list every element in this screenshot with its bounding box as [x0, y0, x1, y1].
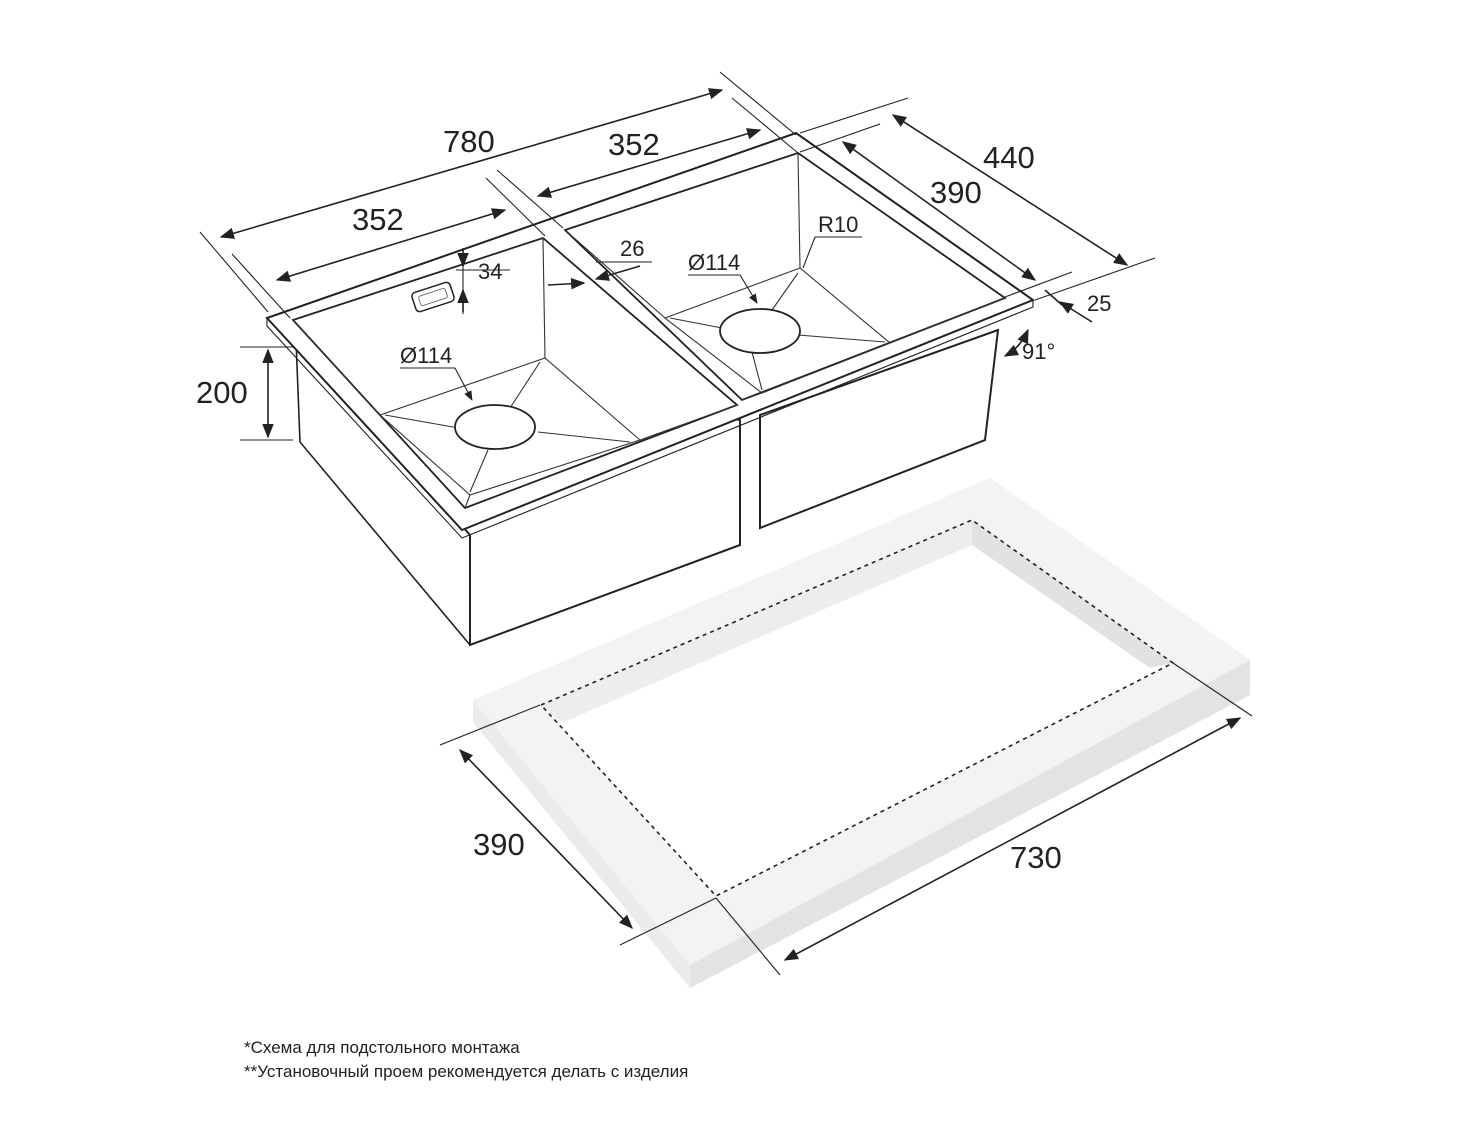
dim-bowl-right-width: 352: [608, 127, 660, 162]
dim-edge-offset: 34: [478, 259, 502, 284]
notes: *Схема для подстольного монтажа **Устано…: [244, 1036, 688, 1084]
left-drain: [454, 404, 536, 450]
cutout-inner-wall-right: [972, 520, 1173, 668]
dim-cutout-depth: 390: [473, 827, 525, 862]
dim-bowl-height: 200: [196, 375, 248, 410]
dim-drain-right: Ø114: [688, 250, 740, 275]
dimension-lines: [199, 71, 1253, 976]
cutout-hole: [541, 520, 1173, 896]
right-drain: [719, 308, 801, 354]
dim-total-depth: 440: [983, 140, 1035, 175]
dim-bowl-depth: 390: [930, 175, 982, 210]
dim-cutout-length: 730: [1010, 840, 1062, 875]
left-bowl-side: [295, 339, 471, 646]
dim-total-length: 780: [443, 124, 495, 159]
note-cutout: **Установочный проем рекомендуется делат…: [244, 1062, 689, 1081]
cutout-inner-wall: [541, 520, 972, 723]
note-mounting: *Схема для подстольного монтажа: [244, 1038, 520, 1057]
dim-drain-left: Ø114: [400, 343, 452, 368]
overflow-plate: [411, 281, 455, 313]
dimension-labels: 780 352 352 440 390 34 26 R10 Ø114 Ø114 …: [196, 124, 1111, 875]
dim-angle: 91°: [1022, 339, 1055, 364]
dim-bowl-left-width: 352: [352, 202, 404, 237]
dim-partition-width: 26: [620, 236, 644, 261]
dim-corner-radius: R10: [818, 212, 858, 237]
dim-flange: 25: [1087, 291, 1111, 316]
